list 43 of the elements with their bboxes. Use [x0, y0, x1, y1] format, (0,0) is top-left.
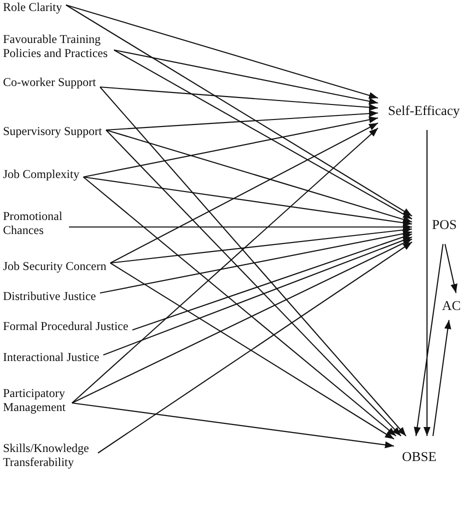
arrow [110, 262, 394, 440]
arrow [114, 50, 412, 220]
arrow [106, 129, 412, 223]
predictor-label: Co-worker Support [3, 75, 96, 89]
outcome-label: OBSE [402, 449, 437, 465]
arrow [100, 86, 406, 436]
predictor-label: Interactional Justice [3, 350, 100, 364]
outcome-label: POS [432, 217, 457, 233]
arrow [83, 176, 396, 436]
arrow [103, 236, 412, 356]
arrow [414, 244, 444, 436]
predictor-label: Formal Procedural Justice [3, 319, 128, 333]
predictor-label: Skills/Knowledge Transferability [3, 441, 90, 469]
arrow [132, 233, 412, 331]
arrow [100, 230, 412, 294]
arrow [106, 110, 378, 131]
arrow [66, 4, 412, 216]
arrow [444, 244, 458, 294]
predictor-label: Favourable Training Policies and Practices [3, 32, 109, 60]
arrow [114, 49, 378, 105]
predictor-label: Job Complexity [3, 167, 80, 181]
predictor-label: Participatory Management [3, 386, 67, 414]
predictor-label: Promotional Chances [3, 209, 64, 237]
outcome-label: AC [442, 298, 461, 314]
predictor-label: Job Security Concern [3, 259, 106, 273]
arrow [110, 226, 412, 264]
arrow [69, 224, 412, 230]
outcome-label: Self-Efficacy [388, 103, 460, 119]
arrow [72, 238, 412, 404]
arrow [83, 176, 412, 226]
arrow [72, 128, 378, 404]
arrow [83, 116, 378, 178]
arrow [98, 242, 412, 454]
predictor-label: Distributive Justice [3, 289, 96, 303]
arrow [66, 4, 378, 99]
arrow [72, 402, 394, 448]
arrow [106, 130, 402, 436]
arrow [110, 122, 378, 264]
predictor-label: Supervisory Support [3, 124, 102, 138]
arrow [432, 320, 452, 436]
predictor-label: Role Clarity [3, 0, 62, 14]
arrow [424, 130, 430, 436]
arrow [100, 86, 378, 111]
